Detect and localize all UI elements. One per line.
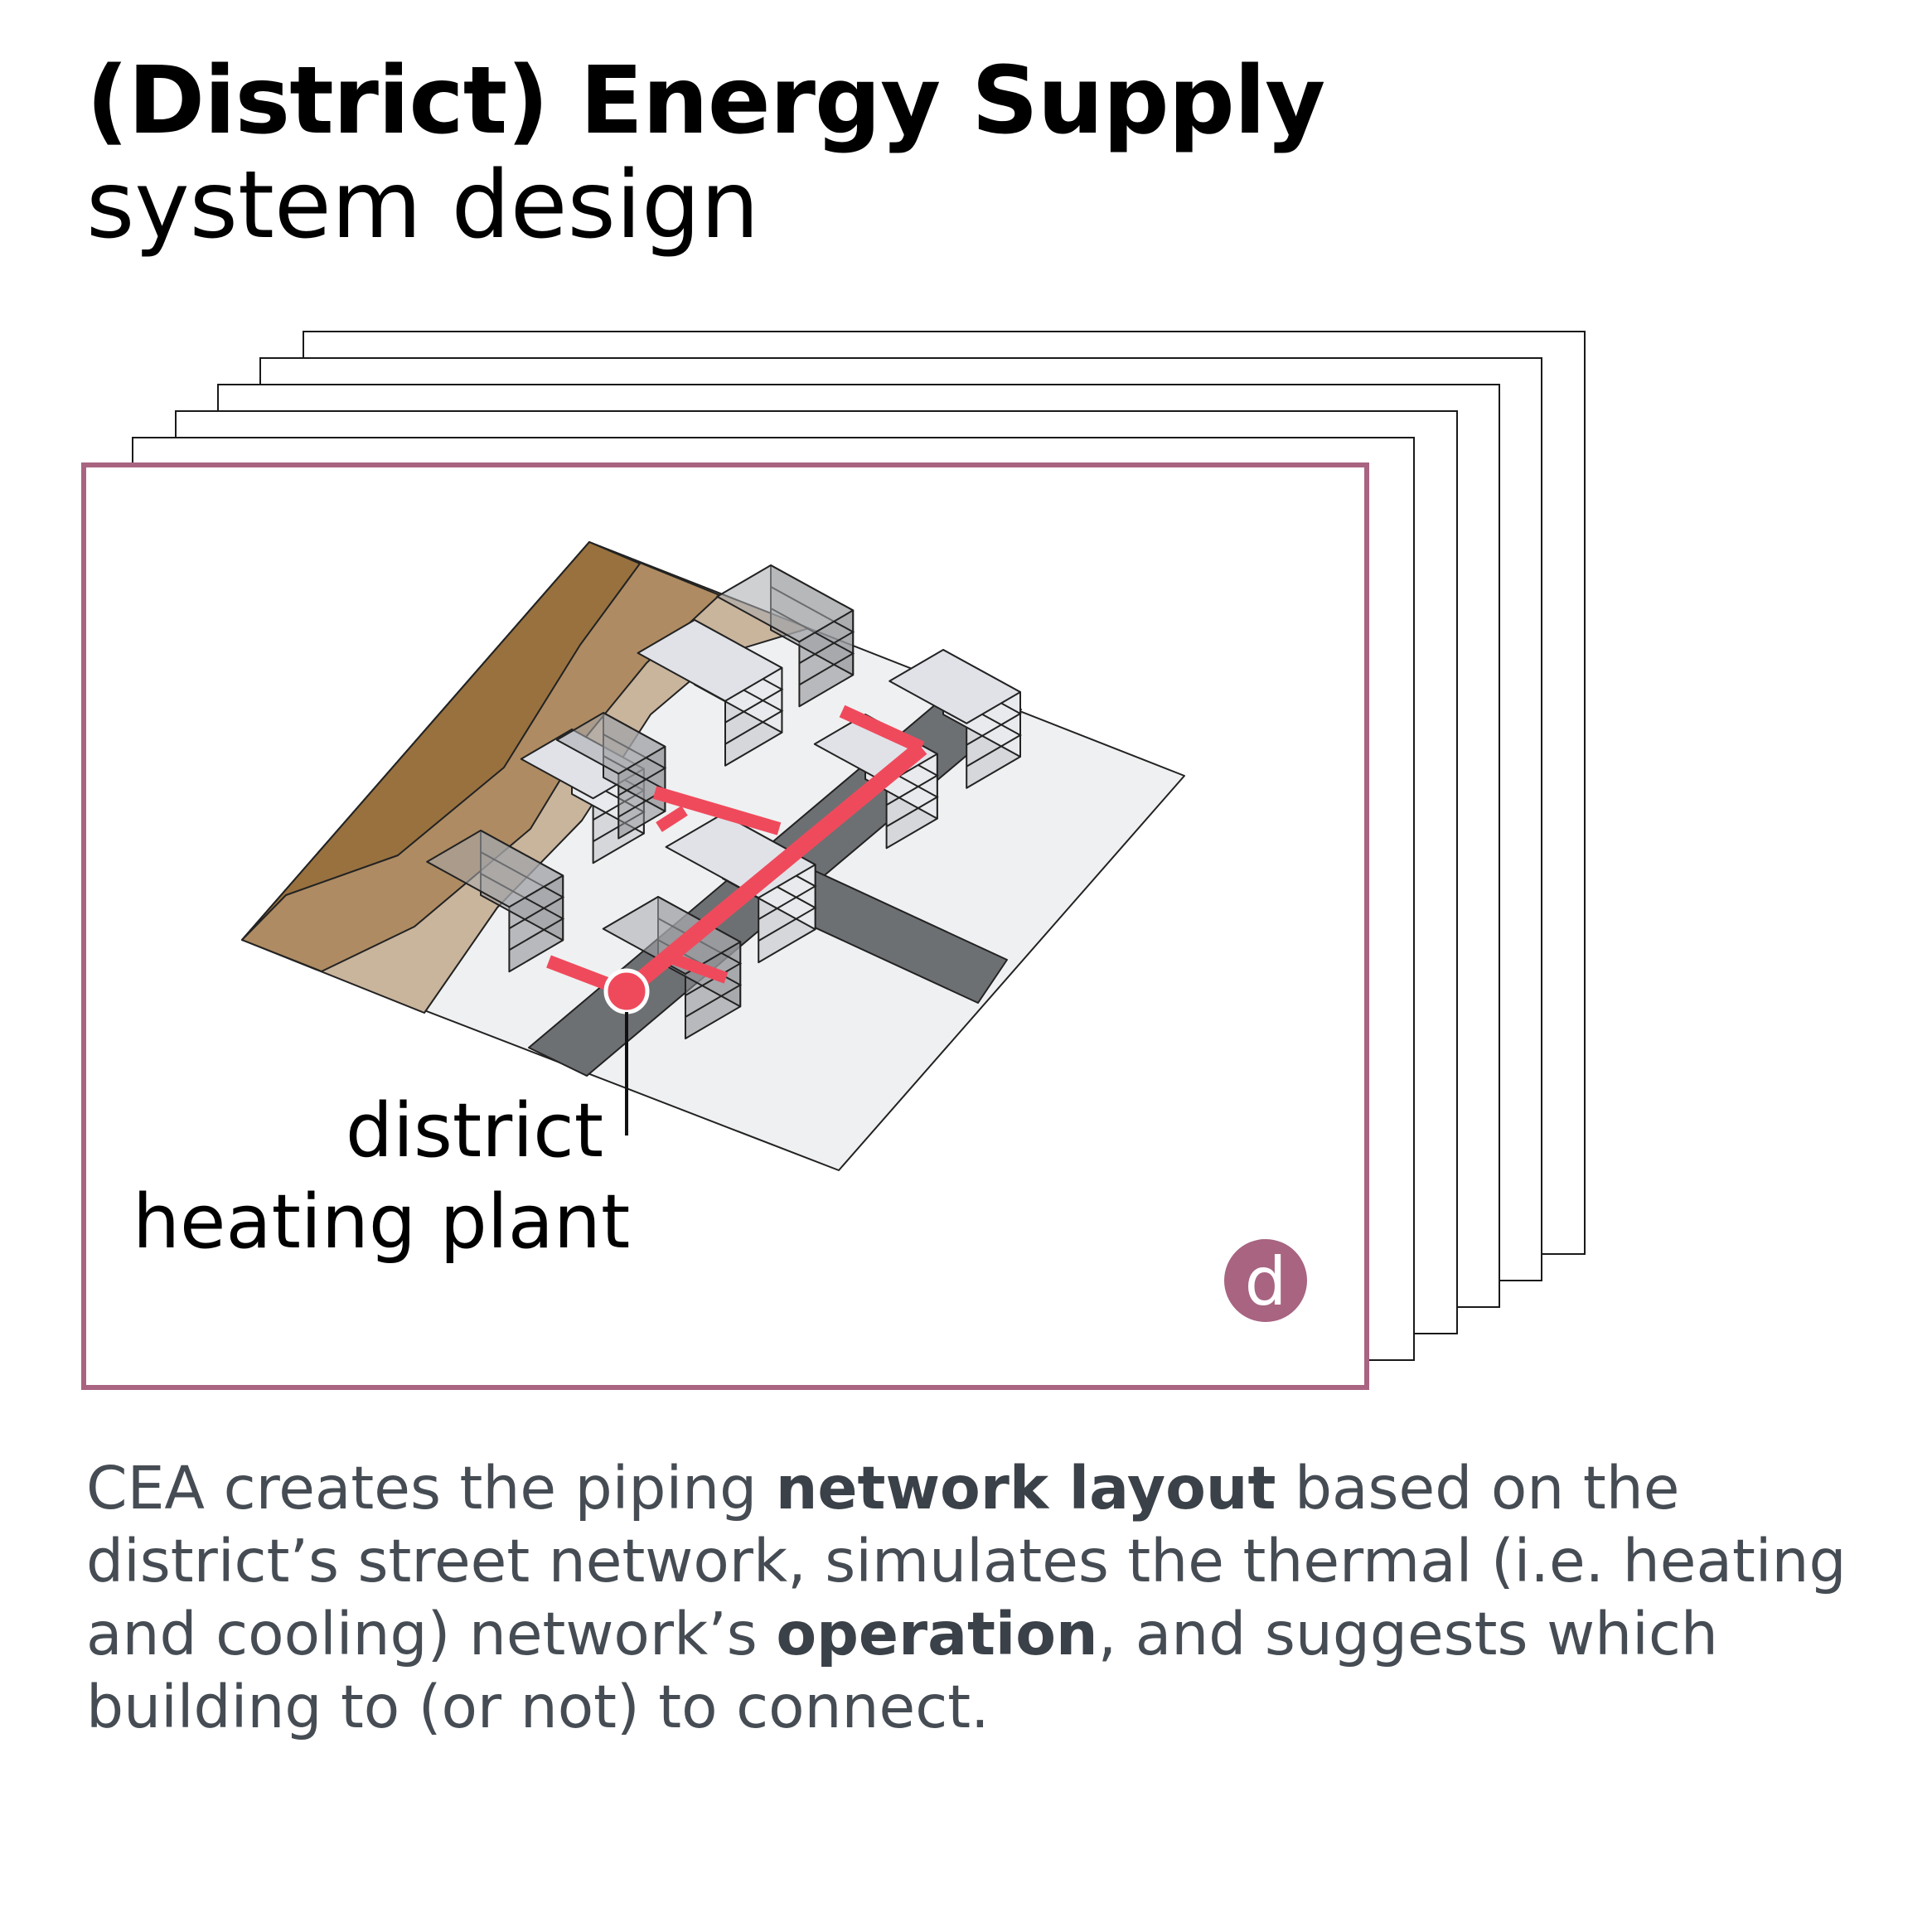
terrain xyxy=(241,541,810,1014)
callout-label-line1: district xyxy=(346,1087,603,1174)
building-east-a xyxy=(889,649,1023,789)
badge-letter: d xyxy=(1245,1243,1287,1320)
page-subtitle: system design xyxy=(86,152,760,259)
pipe-branch-north xyxy=(839,705,925,754)
page-title: (District) Energy Supply xyxy=(86,47,1325,155)
caption: CEA creates the piping network layout ba… xyxy=(86,1452,1910,1744)
caption-text-1: CEA creates the piping xyxy=(86,1454,776,1523)
pipe-branch-southeast xyxy=(669,952,729,984)
caption-text-2: based on the district’s street network, … xyxy=(86,1454,1847,1668)
terrain-band-dark xyxy=(241,541,641,941)
building-north-b xyxy=(716,564,855,708)
badge-circle xyxy=(1224,1239,1307,1322)
callout-label-line2: heating plant xyxy=(133,1179,630,1266)
pipe-main xyxy=(621,741,927,998)
pipe-branch-west-stub xyxy=(656,806,688,832)
caption-bold-1: network layout xyxy=(775,1454,1276,1523)
building-southwest xyxy=(426,830,565,973)
pipe-network xyxy=(546,705,927,998)
building-west-b xyxy=(555,712,667,840)
caption-bold-2: operation xyxy=(776,1600,1098,1668)
caption-text-3: , and suggests which building to (or not… xyxy=(86,1600,1718,1741)
building-north-a xyxy=(637,619,784,767)
buildings xyxy=(426,564,1023,1040)
heating-plant-marker xyxy=(603,968,650,1014)
pipe-branch-west xyxy=(652,786,782,835)
